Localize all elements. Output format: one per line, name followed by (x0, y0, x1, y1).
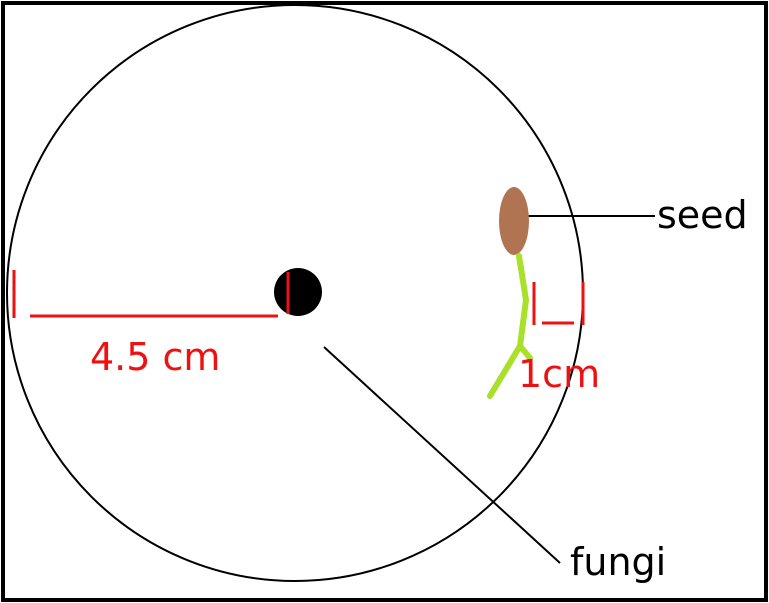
seedling-sprout (487, 253, 533, 399)
measurement-fungi-distance (12, 270, 290, 318)
fungi-colony (274, 268, 322, 316)
seed (499, 187, 529, 255)
label-fungi: fungi (570, 540, 666, 584)
fungi-leader-line (323, 346, 561, 564)
label-distance-fungi: 4.5 cm (90, 335, 220, 379)
label-distance-seedling: 1cm (518, 352, 600, 396)
label-seed: seed (657, 193, 748, 237)
measurement-seedling-distance (532, 282, 585, 325)
